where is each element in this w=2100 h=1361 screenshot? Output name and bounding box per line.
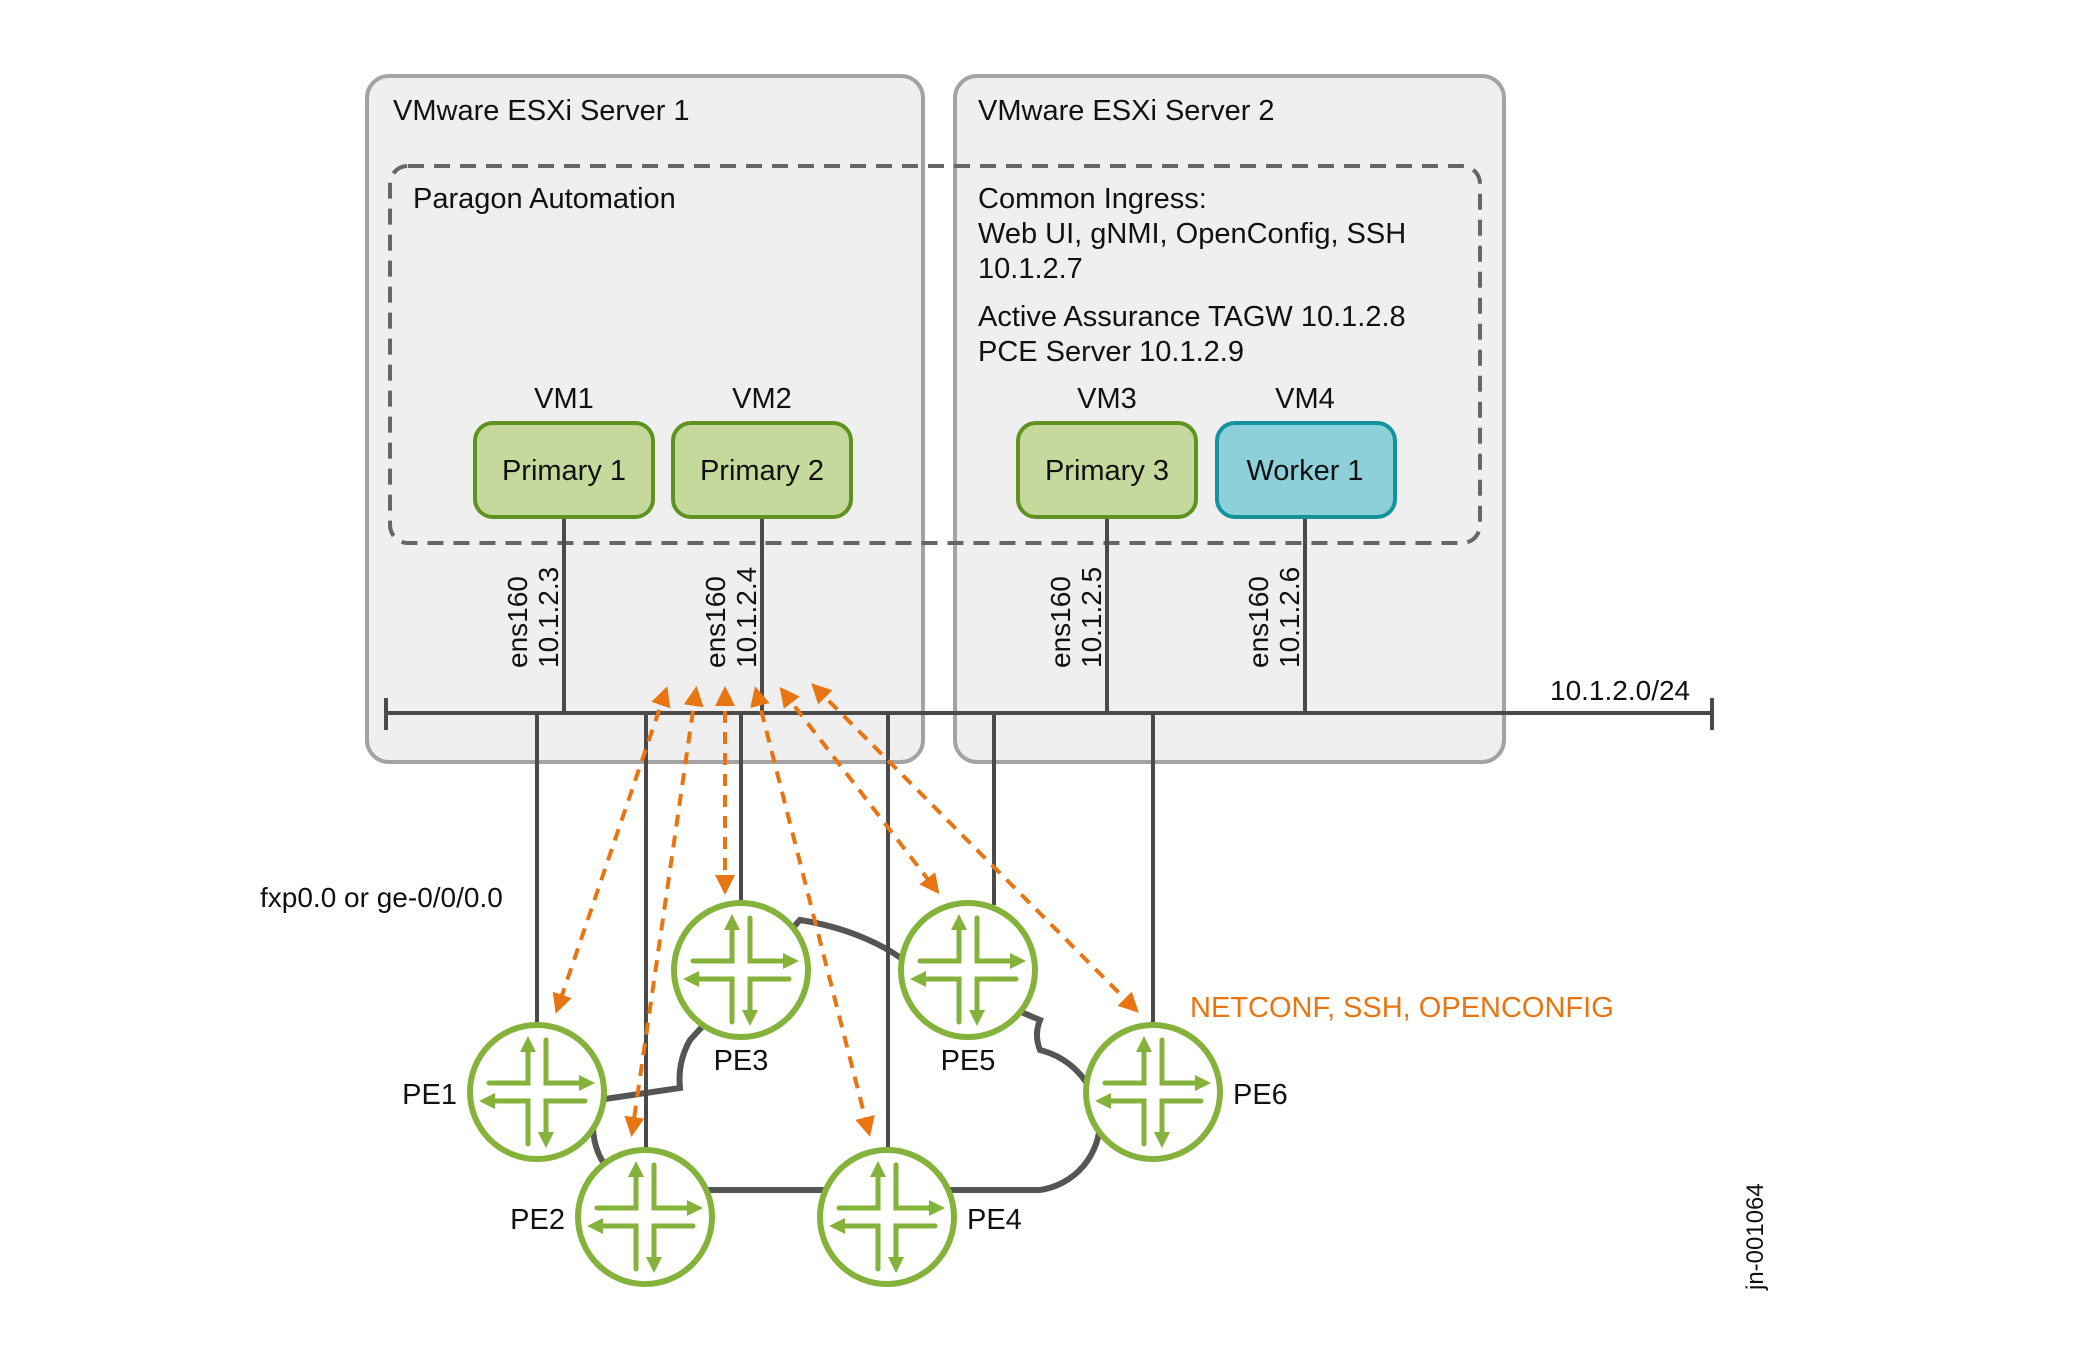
router-icon	[671, 900, 811, 1040]
router-pe1[interactable]: PE1	[402, 1022, 607, 1162]
figure-id: jn-001064	[1742, 1183, 1769, 1291]
session-pe6	[811, 683, 1139, 1013]
router-icon	[575, 1147, 715, 1287]
vm-2-iface-ip: 10.1.2.4	[731, 567, 762, 668]
vm-3[interactable]: VM3 Primary 3	[1016, 383, 1198, 519]
router-label: PE6	[1233, 1079, 1288, 1111]
vm-4-interface: ens160 10.1.2.6	[1243, 567, 1305, 668]
mgmt-interface-label: fxp0.0 or ge-0/0/0.0	[260, 882, 503, 913]
router-label: PE1	[402, 1079, 457, 1111]
common-ingress-ip: 10.1.2.7	[978, 253, 1083, 285]
router-arrows-icon	[910, 914, 1026, 1026]
vm-2[interactable]: VM2 Primary 2	[671, 383, 853, 519]
common-ingress-heading: Common Ingress:	[978, 183, 1207, 215]
router-icon	[898, 900, 1038, 1040]
session-pe2	[624, 686, 704, 1137]
vm-1-label: VM1	[534, 383, 594, 415]
router-icon	[817, 1147, 957, 1287]
vm-1-role: Primary 1	[502, 455, 626, 487]
session-pe4	[750, 686, 875, 1137]
common-ingress-services: Web UI, gNMI, OpenConfig, SSH	[978, 218, 1406, 250]
vm-2-interface: ens160 10.1.2.4	[700, 567, 762, 668]
active-assurance-tagw: Active Assurance TAGW 10.1.2.8	[978, 301, 1406, 333]
router-icon	[467, 1022, 607, 1162]
paragon-cluster-title: Paragon Automation	[413, 183, 676, 215]
vm-3-interface: ens160 10.1.2.5	[1045, 567, 1107, 668]
esxi-server-1-box	[365, 74, 925, 764]
vm-1-interface: ens160 10.1.2.3	[502, 567, 564, 668]
vm-1-iface-ip: 10.1.2.3	[533, 567, 564, 668]
router-label: PE4	[967, 1204, 1022, 1236]
vm-2-role: Primary 2	[700, 455, 824, 487]
mgmt-sessions	[552, 683, 1139, 1137]
esxi-server-2: VMware ESXi Server 2	[953, 74, 1506, 764]
vm-4-role: Worker 1	[1246, 455, 1363, 487]
vm-2-box[interactable]	[671, 421, 853, 519]
protocols-label: NETCONF, SSH, OPENCONFIG	[1190, 992, 1614, 1024]
vm-1-iface-name: ens160	[502, 576, 533, 668]
vm-4[interactable]: VM4 Worker 1	[1215, 383, 1397, 519]
router-pe6[interactable]: PE6	[1083, 1022, 1288, 1162]
vm-3-iface-ip: 10.1.2.5	[1076, 567, 1107, 668]
router-arrows-icon	[829, 1161, 945, 1273]
esxi-server-2-box	[953, 74, 1506, 764]
vm-2-label: VM2	[732, 383, 792, 415]
router-label: PE3	[714, 1045, 769, 1077]
vm-4-label: VM4	[1275, 383, 1335, 415]
router-pe5[interactable]: PE5	[898, 900, 1038, 1077]
vm-4-iface-ip: 10.1.2.6	[1274, 567, 1305, 668]
vm-4-iface-name: ens160	[1243, 576, 1274, 668]
vm-3-iface-name: ens160	[1045, 576, 1076, 668]
router-label: PE2	[510, 1204, 565, 1236]
vm-3-role: Primary 3	[1045, 455, 1169, 487]
router-arrows-icon	[587, 1161, 703, 1273]
figure-id-text: jn-001064	[1742, 1183, 1769, 1291]
router-label: PE5	[941, 1045, 996, 1077]
vm-3-box[interactable]	[1016, 421, 1198, 519]
paragon-cluster-boundary	[388, 164, 1482, 545]
vm-3-label: VM3	[1077, 383, 1137, 415]
pce-server: PCE Server 10.1.2.9	[978, 336, 1244, 368]
vm-1-box[interactable]	[473, 421, 655, 519]
subnet-label: 10.1.2.0/24	[1550, 675, 1690, 706]
router-pe3[interactable]: PE3	[671, 900, 811, 1077]
router-pe2[interactable]: PE2	[510, 1147, 715, 1287]
router-icon	[1083, 1022, 1223, 1162]
router-pe4[interactable]: PE4	[817, 1147, 1022, 1287]
vm-2-iface-name: ens160	[700, 576, 731, 668]
paragon-cluster: Paragon Automation Common Ingress: Web U…	[388, 164, 1482, 545]
session-pe1	[552, 686, 671, 1014]
esxi-server-2-title: VMware ESXi Server 2	[978, 95, 1275, 127]
router-arrows-icon	[683, 914, 799, 1026]
vm-4-box[interactable]	[1215, 421, 1397, 519]
esxi-server-1-title: VMware ESXi Server 1	[393, 95, 690, 127]
router-arrows-icon	[1095, 1036, 1211, 1148]
router-arrows-icon	[479, 1036, 595, 1148]
esxi-server-1: VMware ESXi Server 1	[365, 74, 925, 764]
vm-1[interactable]: VM1 Primary 1	[473, 383, 655, 519]
